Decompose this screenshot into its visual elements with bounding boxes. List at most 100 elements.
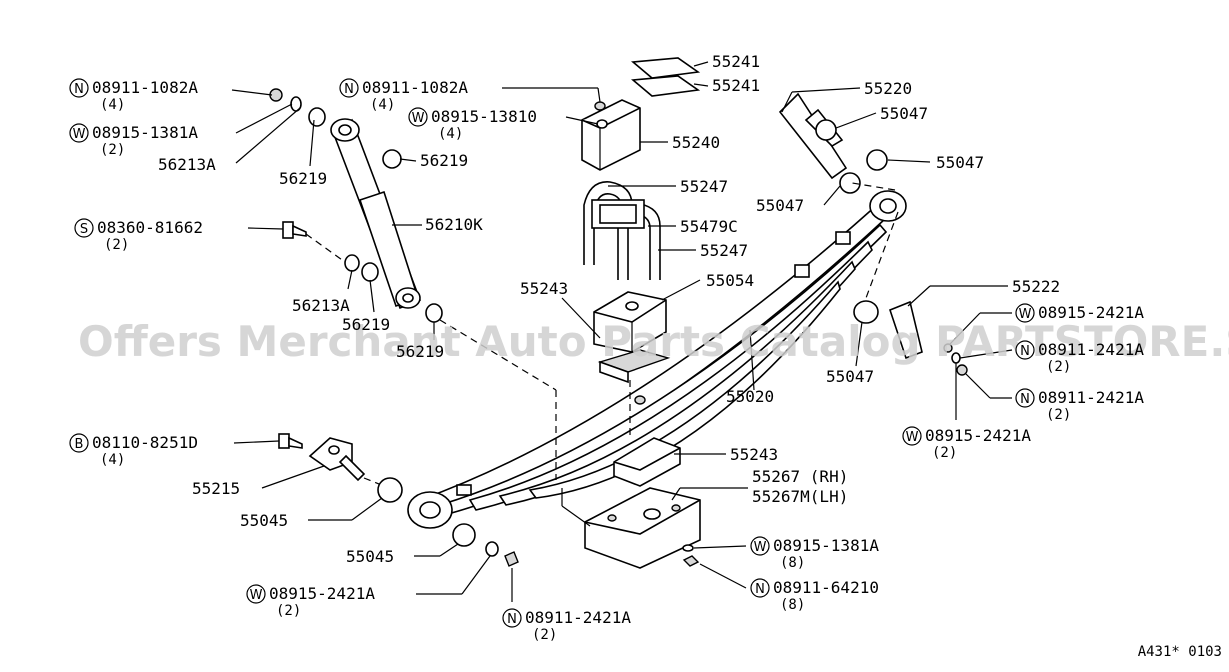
callout-c14[interactable]: 55241 <box>712 76 760 95</box>
callout-c37[interactable]: 55045 <box>240 511 288 530</box>
callout-c31[interactable]: W 08915-2421A (2) <box>902 426 1031 461</box>
callout-c41[interactable]: W 08915-2421A (2) <box>246 584 375 619</box>
callout-c33[interactable]: 55243 <box>730 445 778 464</box>
part-number: 08911-2421A <box>1038 340 1144 359</box>
callout-c17[interactable]: 55479C <box>680 217 738 236</box>
part-number: 55020 <box>726 387 774 406</box>
rear-shackle <box>778 92 968 420</box>
quantity: (8) <box>780 597 805 613</box>
callout-c30[interactable]: N 08911-2421A (2) <box>1015 388 1144 423</box>
leaf-spring <box>407 190 907 529</box>
nut-prefix-icon <box>502 608 522 628</box>
callout-c32[interactable]: B 08110-8251D (4) <box>69 433 198 468</box>
callout-c20[interactable]: 55054 <box>706 271 754 290</box>
nut-prefix-icon <box>750 578 770 598</box>
bump-stopper <box>581 57 701 171</box>
callout-c12[interactable]: W 08915-13810 (4) <box>408 107 537 142</box>
callout-c4[interactable]: 56219 <box>279 169 327 188</box>
part-number: 55479C <box>680 217 738 236</box>
callout-c35[interactable]: 55267M(LH) <box>752 487 848 506</box>
front-hanger <box>278 433 519 567</box>
callout-c34[interactable]: 55267 (RH) <box>752 467 848 486</box>
lower-plates <box>561 437 701 569</box>
callout-c42[interactable]: N 08911-2421A (2) <box>502 608 631 643</box>
part-number: 55222 <box>1012 277 1060 296</box>
quantity: (4) <box>100 97 125 113</box>
callout-prefix: W <box>412 111 425 126</box>
callout-c8[interactable]: 56213A <box>292 296 350 315</box>
callout-c3[interactable]: 56213A <box>158 155 216 174</box>
quantity: (2) <box>1046 359 1071 375</box>
washer-prefix-icon <box>69 123 89 143</box>
callout-prefix: W <box>906 430 919 445</box>
part-number: 08911-1082A <box>362 78 468 97</box>
part-number: 55045 <box>346 547 394 566</box>
callout-c19[interactable]: 55243 <box>520 279 568 298</box>
quantity: (4) <box>370 97 395 113</box>
part-number: 55240 <box>672 133 720 152</box>
part-number: 08915-13810 <box>431 107 537 126</box>
part-number: 08915-1381A <box>773 536 879 555</box>
nut-prefix-icon <box>1015 340 1035 360</box>
callout-prefix: N <box>507 612 517 627</box>
part-number: 55047 <box>880 104 928 123</box>
callout-c23[interactable]: 55047 <box>936 153 984 172</box>
quantity: (2) <box>276 603 301 619</box>
washer-prefix-icon <box>750 536 770 556</box>
callout-c29[interactable]: 55020 <box>726 387 774 406</box>
part-number: 55047 <box>936 153 984 172</box>
screw-prefix-icon <box>74 218 94 238</box>
part-number: 55047 <box>756 196 804 215</box>
part-number: 56213A <box>158 155 216 174</box>
callout-c38[interactable]: 55045 <box>346 547 394 566</box>
part-number: 08915-2421A <box>925 426 1031 445</box>
callout-c26[interactable]: W 08915-2421A <box>1015 303 1144 323</box>
watermark: Offers Merchant Auto Parts Catalog PARTS… <box>78 317 1229 366</box>
callout-c13[interactable]: 55241 <box>712 52 760 71</box>
callout-c24[interactable]: 55047 <box>756 196 804 215</box>
quantity: (4) <box>438 126 463 142</box>
callout-c39[interactable]: W 08915-1381A (8) <box>750 536 879 571</box>
callout-c10[interactable]: 56219 <box>396 342 444 361</box>
part-number: 55243 <box>730 445 778 464</box>
callout-c6[interactable]: S 08360-81662 (2) <box>74 218 203 253</box>
callout-labels: N 08911-1082A (4) W 08915-1381A (2) 5621… <box>69 52 1144 643</box>
part-number: 08360-81662 <box>97 218 203 237</box>
diagram-reference: A431* 0103 <box>1138 644 1222 660</box>
callout-prefix: N <box>344 82 354 97</box>
callout-c11[interactable]: N 08911-1082A (4) <box>339 78 468 113</box>
bolt-prefix-icon <box>69 433 89 453</box>
callout-c1[interactable]: N 08911-1082A (4) <box>69 78 198 113</box>
parts-artwork <box>269 57 968 569</box>
part-number: 08915-2421A <box>269 584 375 603</box>
callout-c22[interactable]: 55047 <box>880 104 928 123</box>
part-number: 08911-2421A <box>1038 388 1144 407</box>
assembly-lines <box>439 182 899 480</box>
part-number: 55215 <box>192 479 240 498</box>
washer-prefix-icon <box>246 584 266 604</box>
nut-prefix-icon <box>69 78 89 98</box>
callout-c27[interactable]: N 08911-2421A (2) <box>1015 340 1144 375</box>
callout-c2[interactable]: W 08915-1381A (2) <box>69 123 198 158</box>
callout-c21[interactable]: 55220 <box>864 79 912 98</box>
callout-c15[interactable]: 55240 <box>672 133 720 152</box>
callout-c28[interactable]: 55047 <box>826 367 874 386</box>
callout-c9[interactable]: 56219 <box>342 315 390 334</box>
callout-c5[interactable]: 56219 <box>420 151 468 170</box>
part-number: 55241 <box>712 76 760 95</box>
part-number: 56219 <box>396 342 444 361</box>
callout-c18[interactable]: 55247 <box>700 241 748 260</box>
part-number: 56210K <box>425 215 483 234</box>
part-number: 08915-2421A <box>1038 303 1144 322</box>
shock-absorber <box>269 88 443 323</box>
callout-c40[interactable]: N 08911-64210 (8) <box>750 578 879 613</box>
callout-c36[interactable]: 55215 <box>192 479 240 498</box>
part-number: 08911-64210 <box>773 578 879 597</box>
part-number: 56219 <box>279 169 327 188</box>
nut-prefix-icon <box>1015 388 1035 408</box>
callout-c25[interactable]: 55222 <box>1012 277 1060 296</box>
callout-c16[interactable]: 55247 <box>680 177 728 196</box>
u-bolts <box>583 181 661 280</box>
callout-c7[interactable]: 56210K <box>425 215 483 234</box>
